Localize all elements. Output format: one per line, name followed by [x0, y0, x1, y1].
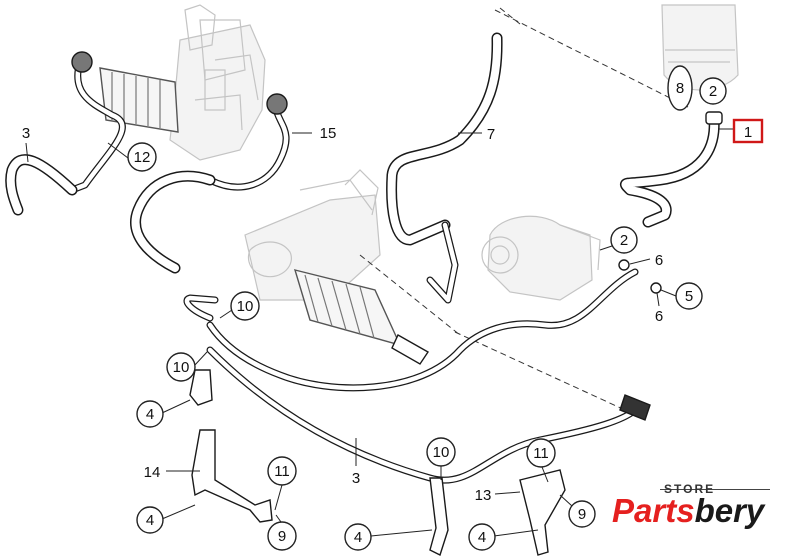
callout-4-d-label: 4: [478, 529, 486, 546]
callout-5-label: 5: [685, 288, 693, 305]
callout-9-right-label: 9: [578, 506, 586, 523]
callout-4-a-label: 4: [146, 406, 154, 423]
callout-7: 7: [487, 126, 495, 143]
logo-part2: bery: [694, 492, 765, 529]
callout-4-c-label: 4: [354, 529, 362, 546]
callout-9-left-label: 9: [278, 528, 286, 545]
callout-14: 14: [144, 464, 161, 481]
logo-wordmark: Partsbery: [612, 492, 764, 530]
logo-rule: [660, 489, 770, 490]
callout-4-a[interactable]: [136, 400, 164, 428]
power-steering-pump: [481, 215, 601, 301]
callout-12[interactable]: [127, 142, 157, 172]
callout-8[interactable]: [667, 65, 693, 111]
callout-10-b-label: 10: [173, 359, 190, 376]
callout-2-mid-label: 2: [620, 232, 628, 249]
pressure-line-3: [183, 268, 651, 484]
callout-1-label: 1: [744, 124, 752, 141]
dashed-guide-top: [494, 7, 691, 109]
callout-2-mid[interactable]: [610, 226, 638, 254]
callout-4-c[interactable]: [344, 523, 372, 551]
callout-10-b[interactable]: [166, 352, 196, 382]
callout-6-upper: 6: [655, 252, 663, 269]
dashed-guide-mid: [359, 254, 626, 411]
hose-12: [5, 51, 126, 216]
hose-15: [130, 93, 290, 274]
partsbery-logo: STORE Partsbery: [612, 482, 782, 542]
callout-1[interactable]: [732, 118, 764, 144]
steering-rack-ghost-top: [169, 4, 266, 161]
callout-9-left[interactable]: [267, 521, 297, 551]
callout-2-top-label: 2: [709, 83, 717, 100]
callout-5[interactable]: [675, 282, 703, 310]
callout-11-left[interactable]: [267, 456, 297, 486]
callout-10-c-label: 10: [433, 444, 450, 461]
callout-9-right[interactable]: [568, 500, 596, 528]
callout-2-top[interactable]: [699, 77, 727, 105]
logo-part1: Parts: [612, 492, 695, 529]
callout-11-right[interactable]: [526, 438, 556, 468]
steering-boot-top: [99, 67, 179, 133]
callout-15: 15: [320, 125, 337, 142]
hose-7: [386, 32, 503, 304]
brackets: [189, 369, 566, 556]
callout-12-label: 12: [134, 149, 151, 166]
callout-4-d[interactable]: [468, 523, 496, 551]
steering-rack-ghost-mid: [244, 169, 381, 301]
logo-store-text: STORE: [664, 482, 716, 496]
seal-6-b: [650, 282, 662, 294]
callout-11-left-label: 11: [274, 463, 290, 480]
seal-6-a: [618, 259, 630, 271]
callout-3-lower: 3: [352, 470, 360, 487]
hose-1: [620, 111, 723, 228]
callout-10-c[interactable]: [426, 437, 456, 467]
callout-11-right-label: 11: [533, 445, 549, 462]
callout-13: 13: [475, 487, 492, 504]
callout-8-label: 8: [676, 80, 684, 97]
steering-boot-mid: [293, 269, 429, 365]
callout-3-top: 3: [22, 125, 30, 142]
callout-10-a-label: 10: [237, 298, 254, 315]
callout-4-b-label: 4: [146, 512, 154, 529]
callout-10-a[interactable]: [230, 291, 260, 321]
callout-6-lower: 6: [655, 308, 663, 325]
callout-4-b[interactable]: [136, 506, 164, 534]
